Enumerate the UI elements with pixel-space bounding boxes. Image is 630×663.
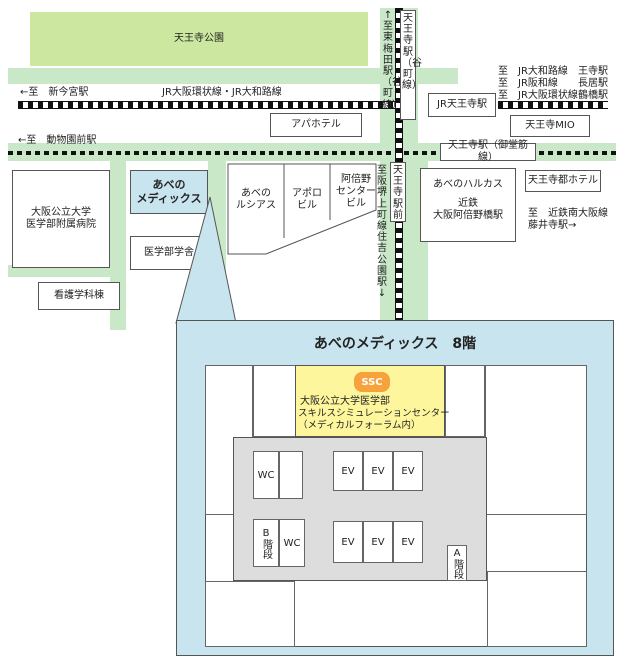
apollo-building: アポロ ビル	[292, 188, 322, 211]
wc-top-label: WC	[257, 469, 275, 481]
jr-line-dir-2: 至 JR阪和線	[498, 78, 558, 89]
park-label: 天王寺公園	[174, 33, 224, 44]
ev-top-1-label: EV	[341, 465, 355, 477]
room-bottom-right	[487, 571, 587, 647]
room-left-mid	[253, 365, 297, 437]
harukas-label: あべのハルカス	[433, 179, 503, 190]
pointer-callout	[175, 196, 237, 324]
center-line-2: スキルスシミュレーションセンター	[298, 408, 450, 419]
ev-top-3-label: EV	[401, 465, 415, 477]
v-hankai-label: 至 阪堺上町線 住吉公園駅↓	[377, 165, 397, 300]
ev-bottom-3-label: EV	[401, 536, 415, 548]
tennoji-midosuji-station: 天王寺駅（御堂筋線）	[440, 140, 536, 163]
center-line-1: 大阪公立大学医学部	[300, 396, 390, 407]
jr-tennoji-label: JR天王寺駅	[437, 98, 487, 110]
tennoji-midosuji-label: 天王寺駅（御堂筋線）	[448, 139, 528, 164]
jr-line-label: JR大阪環状線・JR大和路線	[162, 87, 282, 98]
abeno-center-building: 阿倍野 センター ビル	[336, 174, 376, 209]
floor-title: あべのメディックス 8階	[313, 336, 477, 352]
a-stairs: A階段	[447, 545, 467, 581]
kintetsu-label: 近鉄 大阪阿倍野橋駅	[433, 197, 503, 222]
jr-line-dir-1: 至 JR大和路線	[498, 66, 568, 77]
road-lower	[8, 265, 120, 277]
jr-lines-direction: 至 JR大和路線 至 JR阪和線 至 JR大阪環状線	[498, 66, 578, 102]
abeno-lucias: あべの ルシアス	[236, 188, 276, 211]
b-stairs-label: B階段	[260, 527, 272, 559]
jr-rail-line-right	[498, 101, 608, 109]
tennoji-miyako-label: 天王寺都ホテル	[528, 174, 598, 186]
wc-bottom: WC	[279, 519, 305, 567]
station-nagai: 長居駅	[578, 78, 608, 89]
ev-top-3: EV	[393, 451, 423, 491]
room-right-top	[445, 365, 485, 437]
road-upper	[8, 68, 380, 84]
hospital-label: 大阪公立大学 医学部附属病院	[26, 206, 96, 231]
road-harukas-side	[418, 160, 428, 330]
tennoji-miyako-hotel: 天王寺都ホテル	[525, 170, 601, 192]
wc-top: WC	[253, 451, 279, 499]
to-shinimamiya-label: ←至 新今宮駅	[20, 87, 89, 98]
tennoji-ekimae-box: 天王寺駅前	[390, 162, 406, 222]
ev-bottom-1: EV	[333, 521, 363, 563]
nursing-building: 看護学科棟	[38, 282, 120, 310]
center-line-3: （メディカルフォーラム内）	[298, 420, 421, 431]
floor-plan-panel: あべのメディックス 8階 SSC 大阪公立大学医学部 スキルスシミュレーションセ…	[176, 320, 614, 656]
center-block	[227, 163, 377, 255]
ssc-logo: SSC	[354, 372, 390, 392]
abeno-medix-label: あべの メディックス	[136, 178, 202, 205]
ev-top-2: EV	[363, 451, 393, 491]
apa-hotel: アパホテル	[270, 113, 362, 137]
ev-top-2-label: EV	[371, 465, 385, 477]
jr-tennoji-station: JR天王寺駅	[428, 93, 496, 117]
apa-hotel-label: アパホテル	[291, 118, 341, 130]
station-tsuruhashi: 鶴橋駅	[578, 90, 608, 101]
room-right-col	[485, 365, 587, 515]
a-stairs-label: A階段	[451, 547, 463, 579]
ev-bottom-2-label: EV	[371, 536, 385, 548]
tennoji-tanimachi-label: 天王寺駅（谷町線）	[402, 13, 422, 92]
road-upper-right	[418, 68, 458, 84]
pointer-shape	[175, 196, 237, 324]
center-block-outline	[227, 163, 377, 255]
station-oji: 王寺駅	[578, 66, 608, 77]
university-hospital: 大阪公立大学 医学部附属病院	[12, 170, 110, 268]
tennoji-park: 天王寺公園	[30, 12, 368, 66]
ev-bottom-3: EV	[393, 521, 423, 563]
wc-top-side	[279, 451, 303, 499]
ev-top-1: EV	[333, 451, 363, 491]
ev-bottom-2: EV	[363, 521, 393, 563]
abeno-harukas: あべのハルカス 近鉄 大阪阿倍野橋駅	[420, 168, 516, 242]
medical-school-label: 医学部学舎	[144, 246, 194, 258]
ssc-logo-text: SSC	[361, 376, 383, 388]
b-stairs: B階段	[253, 519, 279, 567]
ev-bottom-1-label: EV	[341, 536, 355, 548]
wc-bottom-label: WC	[283, 537, 301, 549]
room-bottom-left	[205, 581, 295, 647]
to-kintetsu-label: 至 近鉄南大阪線 藤井寺駅→	[528, 208, 608, 231]
jr-stations-right: 王寺駅 長居駅 鶴橋駅	[578, 66, 608, 102]
tennoji-mio: 天王寺MIO	[510, 115, 590, 137]
to-dobutsuen-label: ←至 動物園前駅	[18, 135, 97, 146]
skills-simulation-center: SSC 大阪公立大学医学部 スキルスシミュレーションセンター （メディカルフォー…	[295, 365, 450, 437]
abeno-medix: あべの メディックス	[130, 170, 208, 214]
tennoji-mio-label: 天王寺MIO	[525, 119, 575, 131]
tennoji-tanimachi-box: 天王寺駅（谷町線）	[400, 10, 422, 120]
nursing-label: 看護学科棟	[54, 289, 104, 301]
jr-line-dir-3: 至 JR大阪環状線	[498, 90, 578, 101]
tennoji-ekimae-label: 天王寺駅前	[393, 165, 403, 221]
v-umeda-label: ↑至 東梅田駅（谷町線）	[382, 10, 403, 111]
midosuji-line	[8, 151, 618, 155]
jr-rail-line-left	[18, 101, 398, 109]
